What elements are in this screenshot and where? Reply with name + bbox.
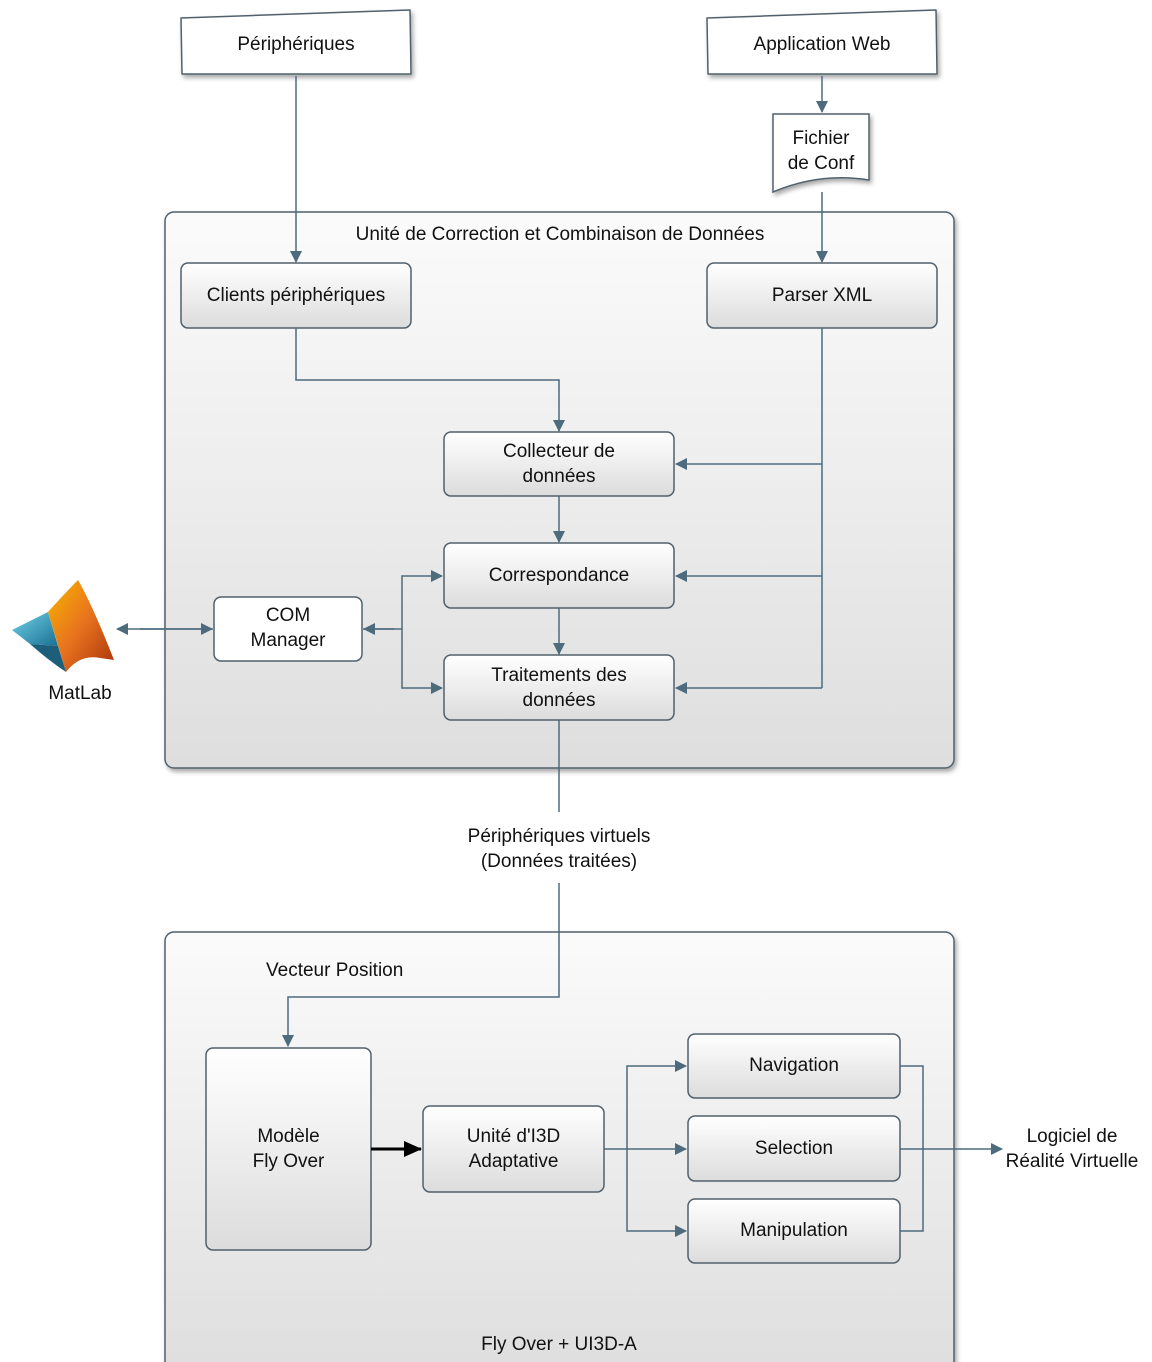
fichier-conf-document: Fichier de Conf [787, 128, 855, 174]
modele-flyover-label: Modèle Fly Over [252, 1126, 325, 1172]
application-web-input-shape [706, 9, 938, 75]
peripheriques-input: Périphériques [237, 34, 355, 55]
com-manager-label: COM Manager [250, 605, 326, 651]
unite-i3d-label: Unité d'I3D Adaptative [466, 1126, 561, 1172]
peripheriques-input-shape [180, 9, 412, 75]
collecteur-label: Collecteur de données [503, 441, 615, 487]
correspondance-label: Correspondance [488, 565, 630, 586]
clients-peripheriques-label: Clients périphériques [206, 285, 386, 306]
selection-label: Selection [754, 1138, 834, 1159]
matlab-logo-icon [12, 580, 114, 672]
connectors [116, 76, 1003, 1237]
ucc-container-title: Unité de Correction et Combinaison de Do… [355, 224, 765, 245]
vecteur-position-label: Vecteur Position [266, 960, 404, 981]
com-manager-box [213, 596, 363, 662]
matlab-label: MatLab [48, 683, 112, 704]
link-label: Périphériques virtuels (Données traitées… [467, 826, 651, 872]
parser-xml-label: Parser XML [771, 285, 873, 306]
flyover-container-title: Fly Over + UI3D-A [481, 1334, 637, 1355]
navigation-label: Navigation [749, 1055, 839, 1076]
fichier-conf-document-shape [772, 113, 870, 194]
manipulation-label: Manipulation [740, 1220, 848, 1241]
logiciel-output-label: Logiciel de Réalité Virtuelle [1005, 1126, 1139, 1172]
application-web-input: Application Web [753, 34, 891, 55]
traitements-label: Traitements des données [491, 665, 627, 711]
